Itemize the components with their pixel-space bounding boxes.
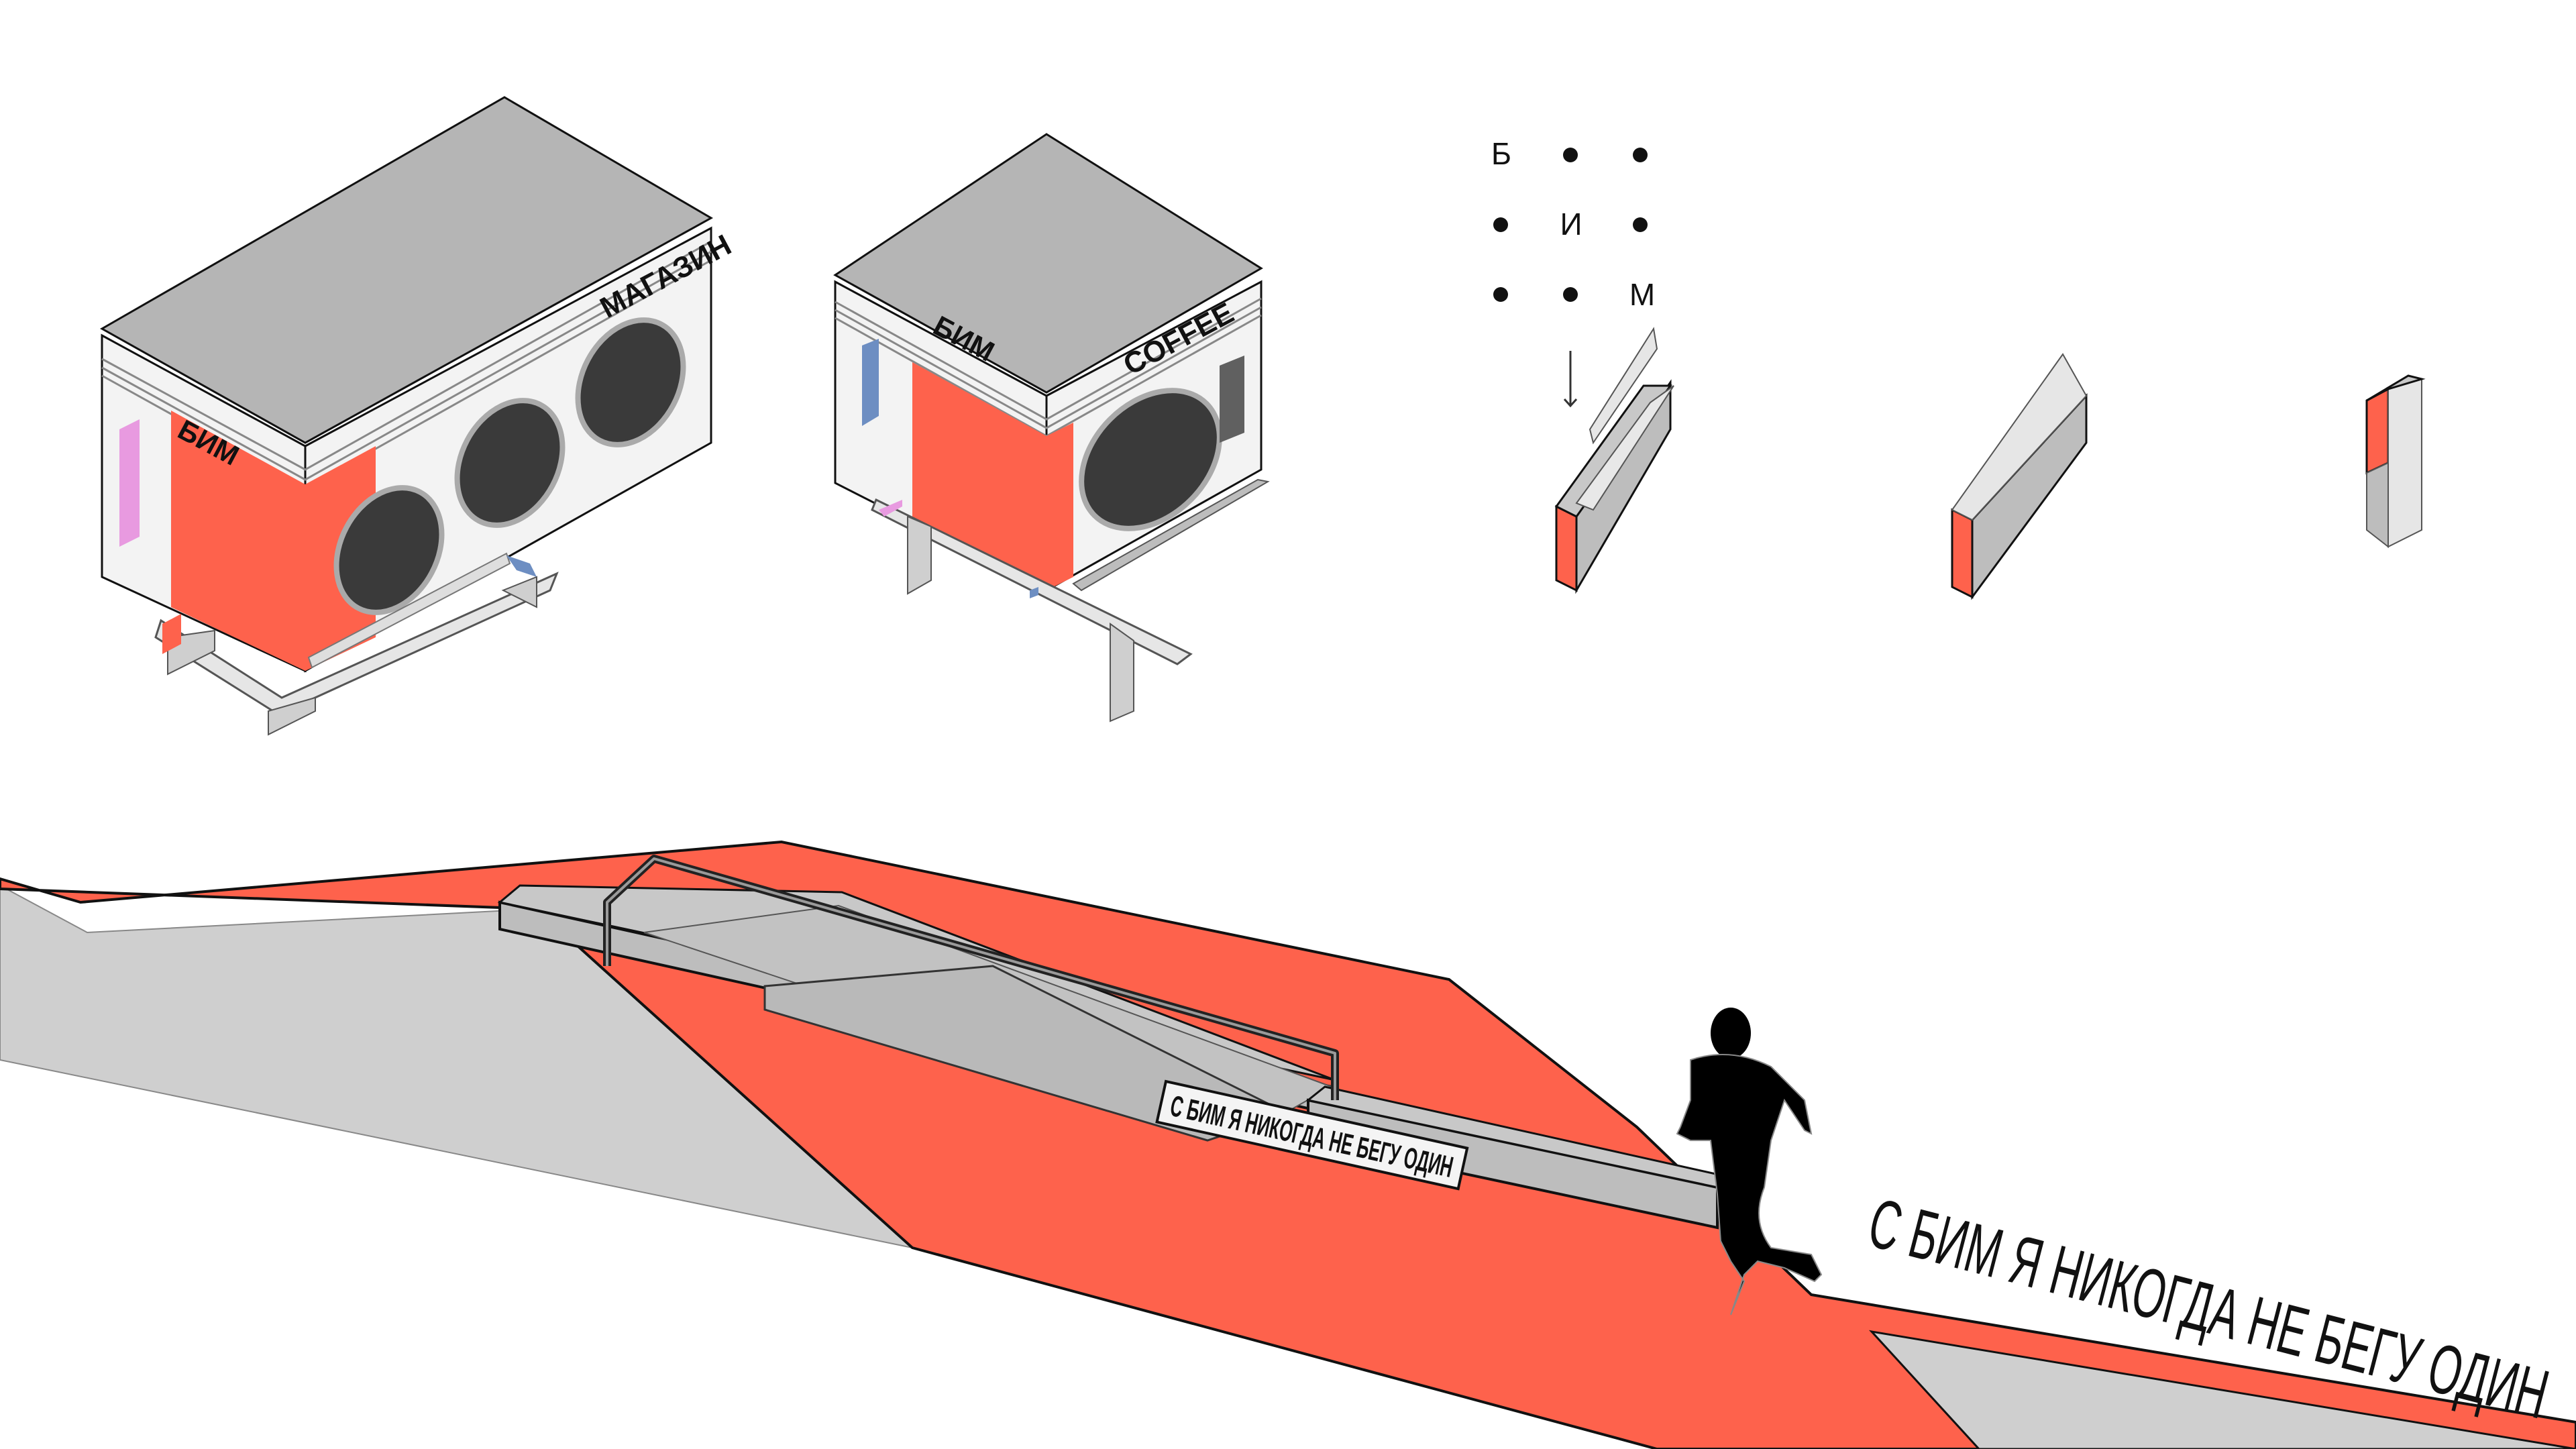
bench-plain bbox=[1951, 353, 2088, 600]
shop-window-3 bbox=[575, 317, 686, 447]
runner-silhouette bbox=[1676, 1008, 1823, 1316]
embankment-right bbox=[1868, 1330, 2576, 1449]
shop-bench-leg-far bbox=[501, 576, 537, 608]
running-track-scene: С БИМ Я НИКОГДА НЕ БЕГУ ОДИН С БИМ Я НИК… bbox=[0, 840, 2576, 1449]
trash-bin bbox=[2365, 374, 2426, 549]
shop-bench-red-strap bbox=[162, 614, 181, 654]
arrow-down-icon bbox=[1563, 351, 1578, 408]
coffee-kiosk: БИМ COFFEE bbox=[833, 133, 1270, 722]
shop-bench-seat bbox=[154, 572, 559, 716]
coffee-blue-panel bbox=[862, 339, 879, 426]
logo-dot bbox=[1493, 287, 1508, 302]
coffee-window bbox=[1079, 388, 1222, 531]
shop-bench-leg-right bbox=[268, 696, 316, 736]
coffee-bench-blue-strap bbox=[1030, 587, 1038, 598]
logo-cell-5: И bbox=[1560, 207, 1582, 241]
shop-window-2 bbox=[454, 398, 566, 528]
logo-grid: Б И М bbox=[1491, 136, 1655, 408]
bench-with-backrest bbox=[1554, 327, 1674, 594]
coffee-bench-seat bbox=[871, 498, 1193, 665]
logo-cell-9: М bbox=[1629, 277, 1655, 312]
bench-sign-plate bbox=[1155, 1079, 1469, 1191]
shop-pink-panel bbox=[119, 419, 140, 547]
coffee-menu-board bbox=[1220, 356, 1244, 443]
shop-kiosk: БИМ МАГАЗИН bbox=[99, 96, 737, 736]
shop-window-1 bbox=[333, 485, 445, 615]
shop-kiosk-roof bbox=[99, 96, 714, 444]
coffee-bench-pink-strap bbox=[879, 500, 902, 517]
logo-cell-1: Б bbox=[1491, 136, 1511, 171]
coffee-kiosk-roof bbox=[833, 133, 1263, 394]
logo-dot bbox=[1633, 148, 1648, 162]
logo-dot bbox=[1563, 148, 1578, 162]
coffee-counter bbox=[1072, 478, 1270, 592]
logo-dot bbox=[1633, 217, 1648, 232]
shop-bench-shelf bbox=[307, 552, 511, 669]
shop-bench-blue-strap bbox=[506, 555, 537, 577]
track-bench-cluster: С БИМ Я НИКОГДА НЕ БЕГУ ОДИН bbox=[497, 855, 1733, 1230]
coffee-red-panel-front bbox=[1046, 423, 1073, 590]
logo-dot bbox=[1563, 287, 1578, 302]
shop-red-panel-left bbox=[171, 411, 305, 671]
logo-dot bbox=[1493, 217, 1508, 232]
coffee-bench-leg-left bbox=[907, 515, 932, 595]
coffee-bench-leg-right bbox=[1110, 623, 1134, 722]
